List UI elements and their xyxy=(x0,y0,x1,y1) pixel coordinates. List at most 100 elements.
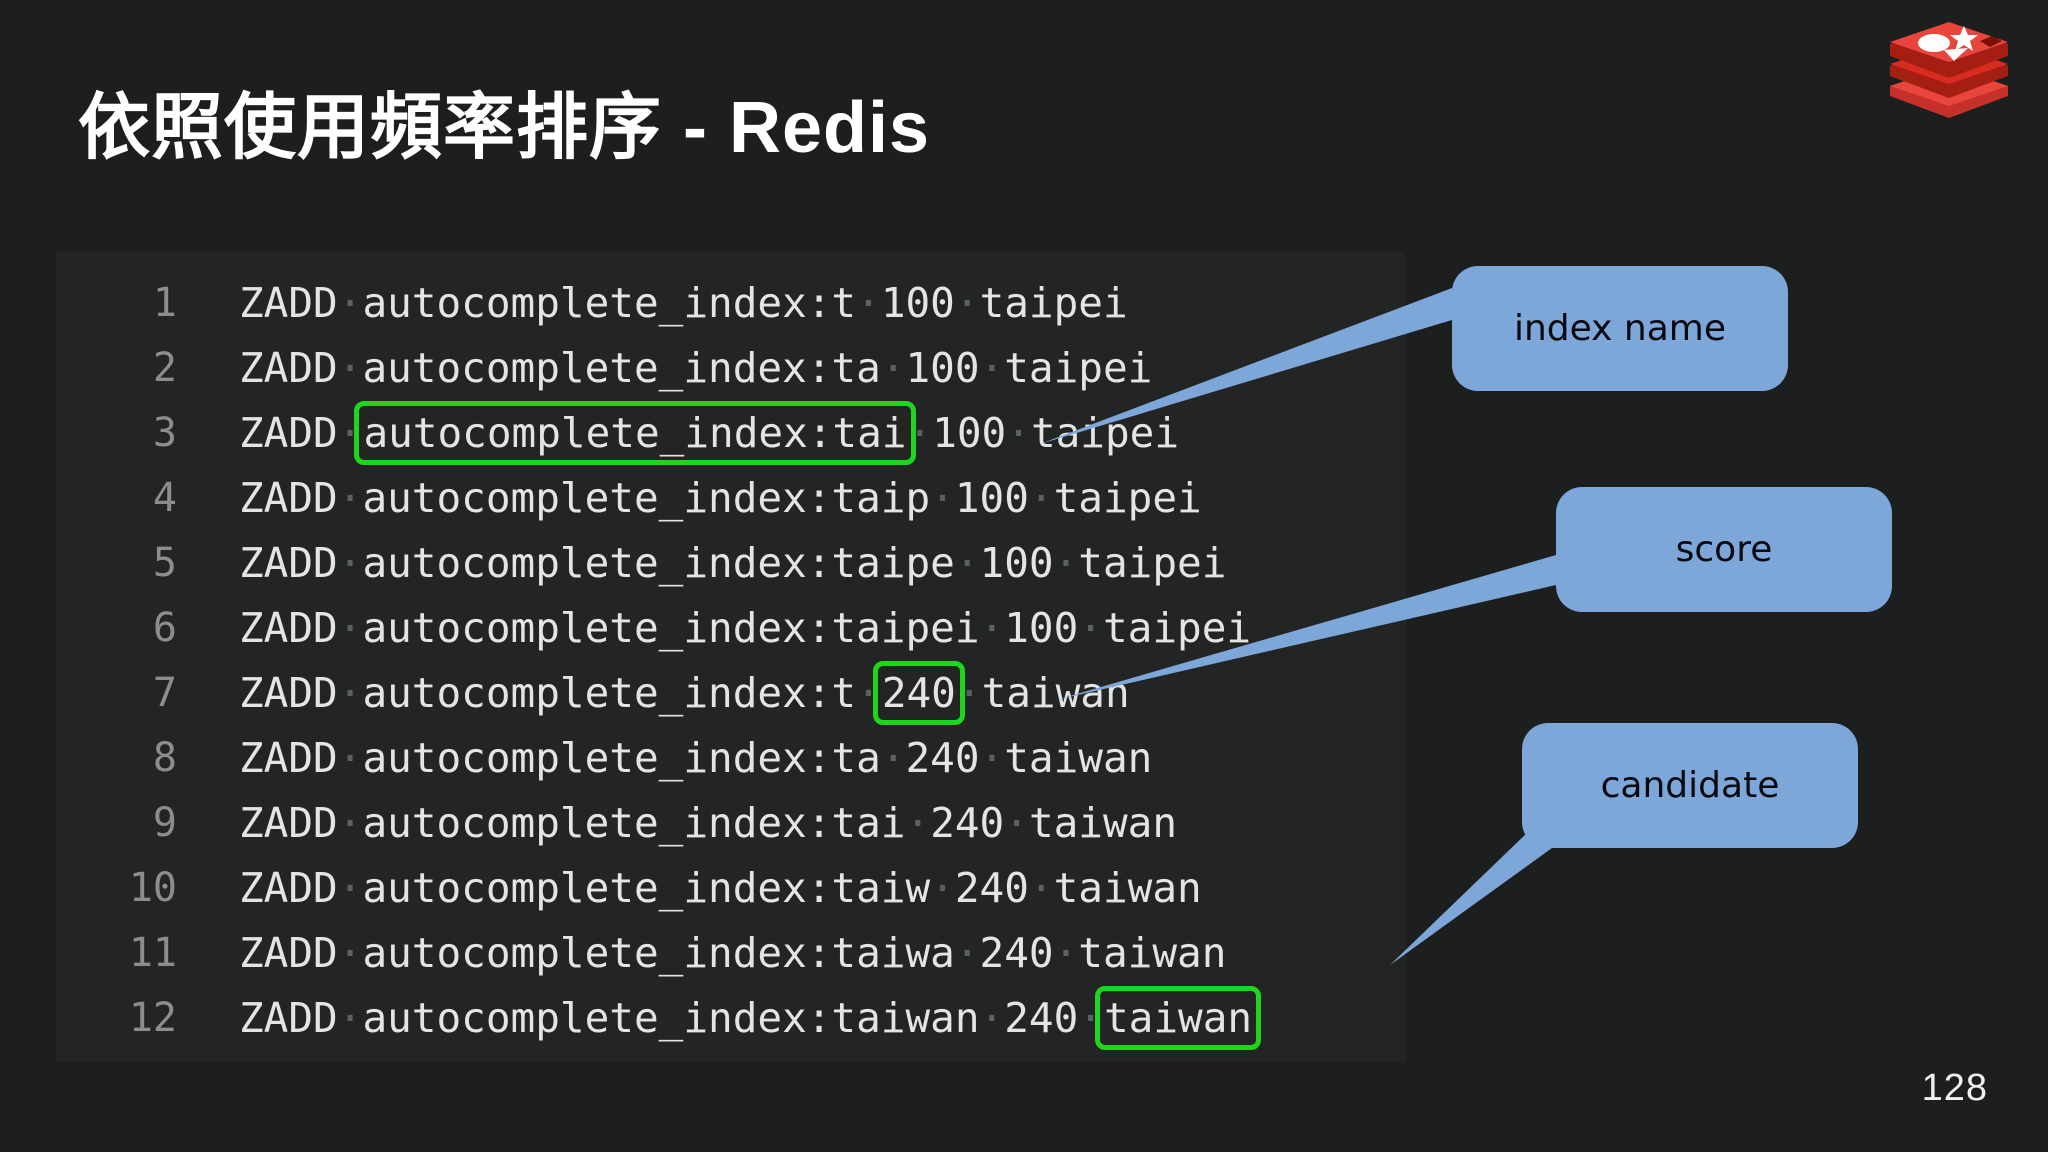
code-member: taipei xyxy=(1102,603,1252,652)
code-key: autocomplete_index:taiwan xyxy=(362,993,980,1042)
code-command: ZADD xyxy=(239,473,338,522)
code-text: ZADD·autocomplete_index:ta·240·taiwan xyxy=(177,725,1406,790)
space-dot: · xyxy=(880,733,906,782)
space-dot: · xyxy=(337,603,363,652)
line-number: 9 xyxy=(152,799,177,846)
code-member: taipei xyxy=(1004,343,1153,392)
code-command: ZADD xyxy=(239,733,338,782)
line-number: 3 xyxy=(152,409,177,456)
code-text: ZADD·autocomplete_index:t·240·taiwan xyxy=(177,660,1406,725)
code-member: taiwan xyxy=(1053,863,1202,912)
code-text: ZADD·autocomplete_index:taip·100·taipei xyxy=(177,465,1406,530)
code-key: autocomplete_index:t xyxy=(362,668,857,717)
space-dot: · xyxy=(979,603,1005,652)
code-key: autocomplete_index:ta xyxy=(362,733,881,782)
space-dot: · xyxy=(337,538,363,587)
code-member: taipei xyxy=(1053,473,1202,522)
callout-index-name[interactable]: index name xyxy=(1452,266,1788,391)
code-score: 100 xyxy=(932,408,1007,457)
line-number: 6 xyxy=(152,604,177,651)
code-text: ZADD·autocomplete_index:ta·100·taipei xyxy=(177,335,1406,400)
code-key: autocomplete_index:t xyxy=(362,278,857,327)
line-number: 12 xyxy=(128,994,177,1041)
line-number: 4 xyxy=(152,474,177,521)
space-dot: · xyxy=(930,473,955,522)
code-command: ZADD xyxy=(239,408,338,457)
leader-line-candidate xyxy=(1390,830,1552,965)
space-dot: · xyxy=(856,668,881,717)
space-dot: · xyxy=(337,993,363,1042)
space-dot: · xyxy=(1028,473,1054,522)
space-dot: · xyxy=(337,798,363,847)
page-title-latin: - Redis xyxy=(662,88,931,168)
code-member: taiwan xyxy=(1094,985,1262,1050)
code-score: 100 xyxy=(880,278,955,327)
code-text: ZADD·autocomplete_index:taiw·240·taiwan xyxy=(177,855,1406,920)
line-number: 2 xyxy=(152,344,177,391)
space-dot: · xyxy=(954,278,980,327)
space-dot: · xyxy=(1053,538,1079,587)
code-text: ZADD·autocomplete_index:t·100·taipei xyxy=(177,270,1406,335)
page-title: 依照使用頻率排序 - Redis xyxy=(78,87,931,168)
code-score: 240 xyxy=(954,863,1029,912)
code-command: ZADD xyxy=(239,863,338,912)
space-dot: · xyxy=(1028,863,1054,912)
code-command: ZADD xyxy=(239,798,338,847)
code-key: autocomplete_index:ta xyxy=(362,343,881,392)
code-key: autocomplete_index:taipe xyxy=(362,538,955,587)
space-dot: · xyxy=(337,408,363,457)
code-key: autocomplete_index:taiw xyxy=(362,863,931,912)
code-command: ZADD xyxy=(239,278,338,327)
code-text: ZADD·autocomplete_index:taiwa·240·taiwan xyxy=(177,920,1406,985)
code-score: 240 xyxy=(905,733,980,782)
space-dot: · xyxy=(337,668,363,717)
code-key: autocomplete_index:taiwa xyxy=(362,928,955,977)
redis-logo-icon xyxy=(1890,22,2008,118)
space-dot: · xyxy=(979,993,1005,1042)
space-dot: · xyxy=(979,733,1005,782)
code-score: 100 xyxy=(905,343,980,392)
space-dot: · xyxy=(337,473,363,522)
callout-candidate-label: candidate xyxy=(1600,765,1780,806)
code-member: taiwan xyxy=(1004,733,1153,782)
code-score: 240 xyxy=(930,798,1005,847)
code-key: autocomplete_index:taipei xyxy=(362,603,980,652)
code-member: taiwan xyxy=(1028,798,1178,847)
space-dot: · xyxy=(956,668,982,717)
code-command: ZADD xyxy=(239,603,338,652)
code-member: taipei xyxy=(1030,408,1180,457)
code-score: 240 xyxy=(979,928,1054,977)
code-command: ZADD xyxy=(239,668,338,717)
code-text: ZADD·autocomplete_index:taiwan·240·taiwa… xyxy=(177,985,1406,1050)
line-number: 11 xyxy=(128,929,177,976)
space-dot: · xyxy=(337,278,363,327)
space-dot: · xyxy=(856,278,881,327)
space-dot: · xyxy=(907,408,933,457)
space-dot: · xyxy=(337,343,363,392)
space-dot: · xyxy=(1006,408,1031,457)
callout-score[interactable]: score xyxy=(1556,487,1892,612)
code-text: ZADD·autocomplete_index:taipe·100·taipei xyxy=(177,530,1406,595)
space-dot: · xyxy=(880,343,906,392)
callout-candidate[interactable]: candidate xyxy=(1522,723,1858,848)
code-score: 100 xyxy=(979,538,1054,587)
space-dot: · xyxy=(337,733,363,782)
redis-logo xyxy=(1886,16,2012,122)
space-dot: · xyxy=(1053,928,1079,977)
space-dot: · xyxy=(1078,603,1103,652)
space-dot: · xyxy=(954,538,980,587)
code-score: 240 xyxy=(1004,993,1079,1042)
code-score: 100 xyxy=(1004,603,1079,652)
code-command: ZADD xyxy=(239,993,338,1042)
code-text: ZADD·autocomplete_index:tai·240·taiwan xyxy=(177,790,1406,855)
code-member: taiwan xyxy=(1078,928,1227,977)
space-dot: · xyxy=(337,863,363,912)
